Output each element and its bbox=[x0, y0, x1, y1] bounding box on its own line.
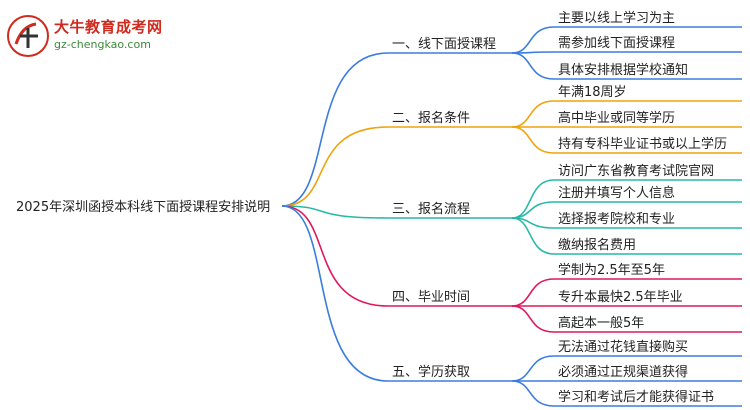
branch-connector bbox=[281, 205, 389, 219]
branch-label: 一、线下面授课程 bbox=[392, 37, 496, 52]
leaf-connector bbox=[511, 305, 555, 333]
leaf-connector bbox=[511, 100, 555, 128]
leaf-label: 持有专科毕业证书或以上学历 bbox=[558, 136, 727, 152]
leaf-label: 学习和考试后才能获得证书 bbox=[558, 389, 714, 405]
leaf-label: 主要以线上学习为主 bbox=[558, 10, 675, 26]
branch-label: 三、报名流程 bbox=[392, 201, 470, 217]
leaf-label: 访问广东省教育考试院官网 bbox=[558, 163, 714, 179]
leaf-label: 高起本一般5年 bbox=[558, 315, 644, 331]
leaf-connector bbox=[511, 52, 555, 80]
branch-connector bbox=[281, 126, 389, 207]
leaf-label: 专升本最快2.5年毕业 bbox=[558, 290, 683, 305]
branch-label: 四、毕业时间 bbox=[392, 290, 470, 305]
leaf-connector bbox=[511, 26, 555, 54]
leaf-label: 高中毕业或同等学历 bbox=[558, 110, 675, 126]
leaf-connector bbox=[511, 201, 555, 219]
leaf-label: 年满18周岁 bbox=[558, 85, 627, 100]
leaf-label: 具体安排根据学校通知 bbox=[558, 62, 688, 78]
logo-url: gz-chengkao.com bbox=[54, 38, 151, 51]
branch-connector bbox=[281, 52, 389, 207]
leaf-label: 需参加线下面授课程 bbox=[558, 35, 675, 51]
leaf-connector bbox=[511, 126, 555, 154]
leaf-label: 缴纳报名费用 bbox=[558, 237, 636, 253]
leaf-connector bbox=[511, 278, 555, 307]
logo-title: 大牛教育成考网 bbox=[54, 18, 163, 36]
branch-label: 五、学历获取 bbox=[392, 364, 470, 380]
leaf-label: 必须通过正规渠道获得 bbox=[558, 364, 688, 380]
branch-connector bbox=[281, 205, 389, 382]
leaf-connector bbox=[511, 217, 555, 255]
leaf-connector bbox=[511, 355, 555, 382]
leaf-label: 学制为2.5年至5年 bbox=[558, 262, 665, 278]
leaf-label: 注册并填写个人信息 bbox=[558, 185, 675, 201]
branch-label: 二、报名条件 bbox=[392, 110, 470, 126]
site-logo: 大牛教育成考网 gz-chengkao.com bbox=[6, 14, 206, 58]
logo-mark-icon bbox=[7, 15, 49, 57]
leaf-connector bbox=[511, 179, 555, 219]
leaf-label: 无法通过花钱直接购买 bbox=[558, 339, 688, 355]
branch-connector bbox=[281, 205, 389, 307]
leaf-connector bbox=[511, 380, 555, 407]
root-node: 2025年深圳函授本科线下面授课程安排说明 bbox=[16, 200, 270, 215]
leaf-label: 选择报考院校和专业 bbox=[558, 211, 675, 227]
